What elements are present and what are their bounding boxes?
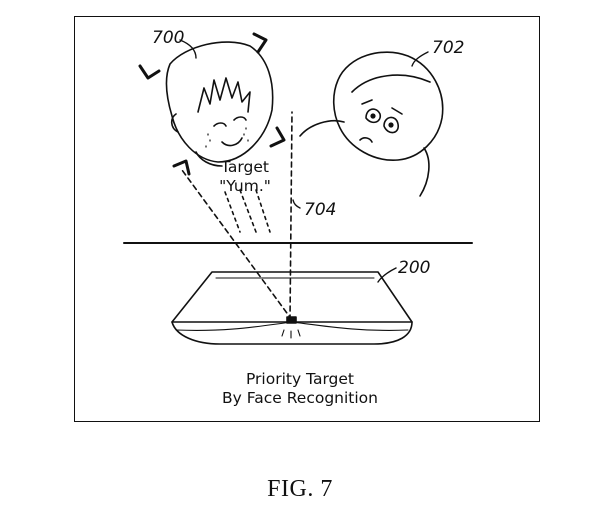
- user-700-head: [165, 41, 274, 167]
- figure-frame: [74, 16, 540, 422]
- caption-line2: By Face Recognition: [222, 389, 378, 407]
- device-200: [171, 271, 413, 345]
- target-lines: [181, 111, 293, 321]
- reference-702: 702: [432, 38, 465, 58]
- figure-label: FIG. 7: [267, 476, 333, 502]
- target-label-line1: Target: [221, 158, 269, 176]
- reference-700: 700: [152, 28, 185, 48]
- caption: Priority Target By Face Recognition: [200, 370, 400, 408]
- leader-lines: [179, 39, 429, 283]
- speech-lines: [224, 189, 271, 233]
- face-recognition-brackets: [138, 32, 286, 176]
- reference-200: 200: [398, 258, 431, 278]
- caption-line1: Priority Target: [245, 370, 355, 388]
- reference-704: 704: [304, 200, 337, 220]
- user-702-head: [299, 51, 444, 197]
- target-label: Target "Yum.": [200, 158, 290, 196]
- target-label-line2: "Yum.": [219, 177, 271, 195]
